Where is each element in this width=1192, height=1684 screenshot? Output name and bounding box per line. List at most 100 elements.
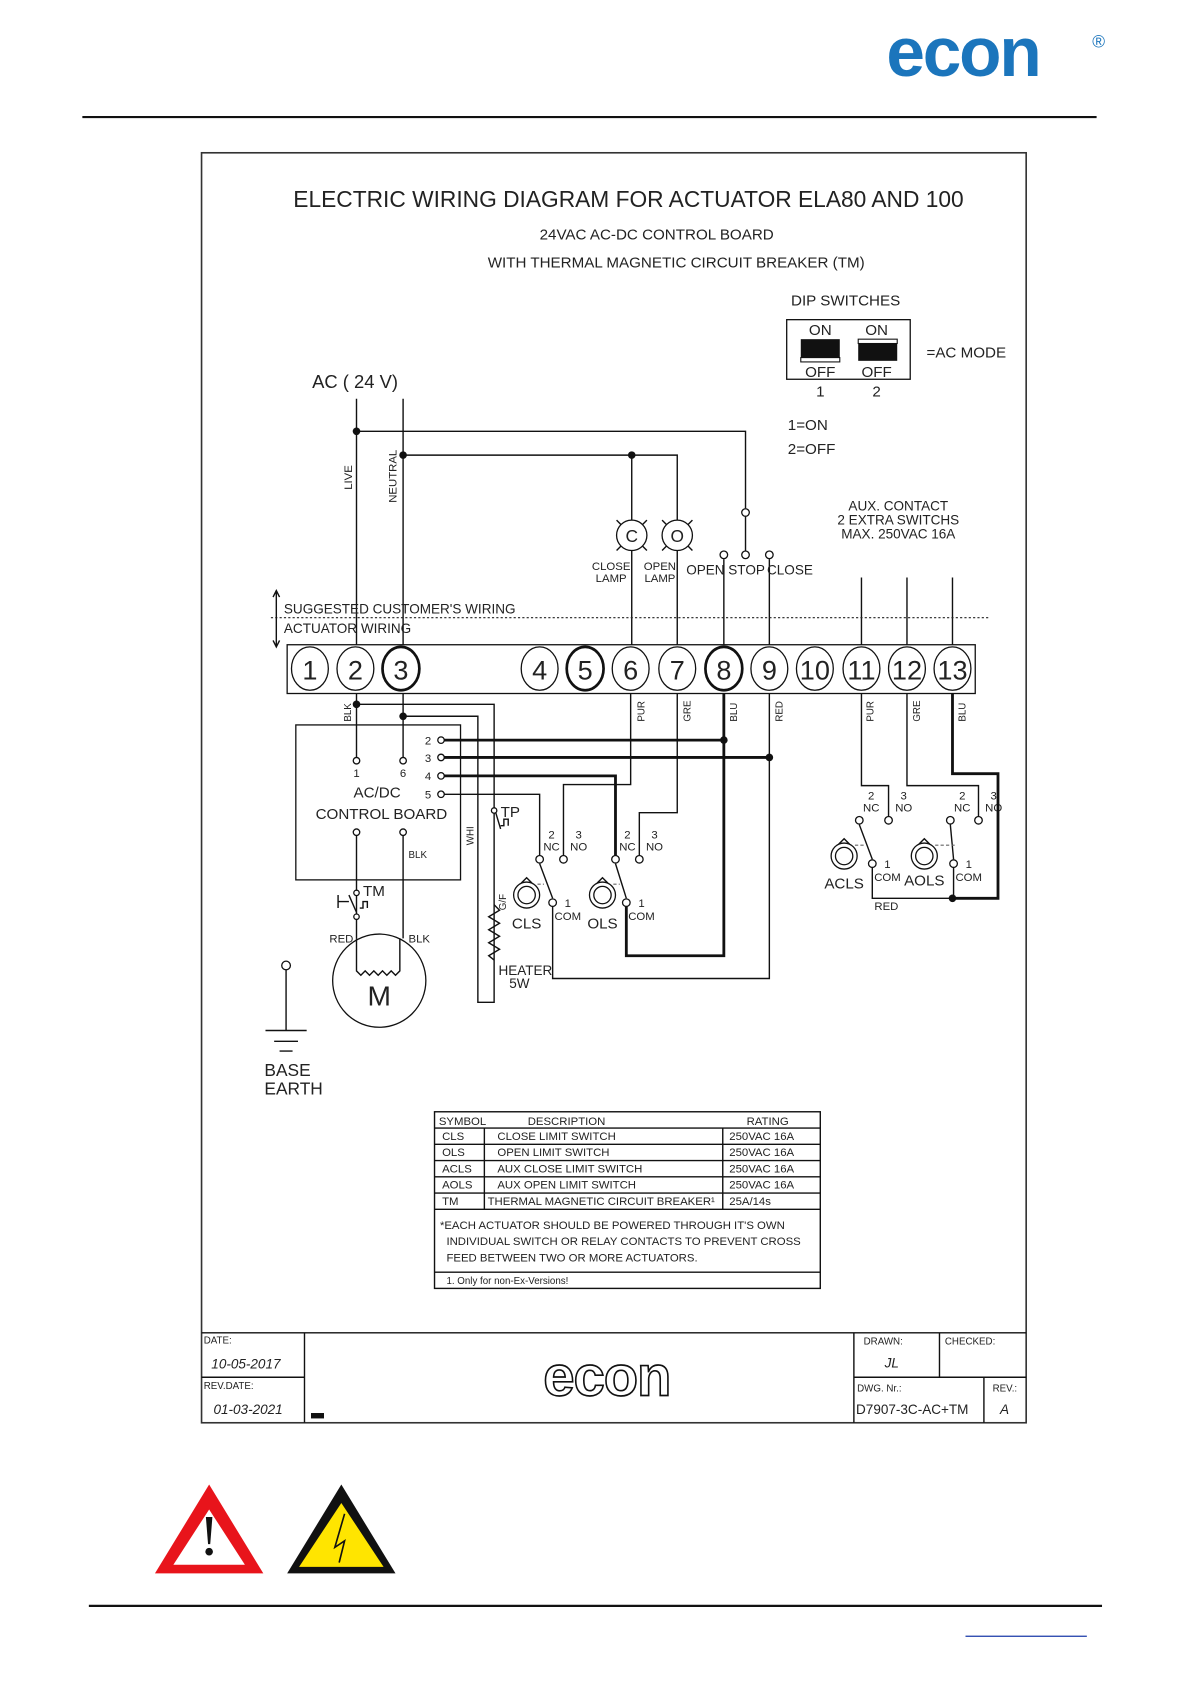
open-contact [719, 550, 729, 560]
switch-pin-label: 3 [651, 830, 657, 842]
svg-text:M: M [368, 980, 391, 1012]
checked-label: CHECKED: [945, 1337, 995, 1348]
terminal-1: 1 [290, 646, 329, 691]
row-symbol: CLS [442, 1131, 465, 1143]
switch-pin-label: NO [985, 803, 1002, 815]
terminal-number: 13 [937, 654, 967, 685]
switch-pin-label: NO [570, 842, 587, 854]
earth-icon [265, 960, 307, 1052]
board-terminal-5: 5 [425, 790, 431, 802]
aux-common-red-label: RED [874, 901, 898, 913]
switch-pin-label: 3 [990, 791, 996, 803]
switch-pin-label: 3 [575, 830, 581, 842]
rev-value: A [999, 1402, 1009, 1417]
terminal-12: 12 [887, 646, 927, 691]
table-note-2: INDIVIDUAL SWITCH OR RELAY CONTACTS TO P… [446, 1236, 801, 1248]
terminal-8: 8 [704, 645, 744, 692]
aux-contact-label-3: MAX. 250VAC 16A [841, 527, 955, 542]
wire-label-gre: GRE [682, 700, 693, 722]
dip-on-label: ON [809, 322, 832, 339]
terminal-2: 2 [336, 646, 375, 691]
drawn-label: DRAWN: [864, 1337, 903, 1348]
rev-date-value: 01-03-2021 [213, 1402, 282, 1417]
row-symbol: OLS [442, 1147, 465, 1159]
econ-logo: econ [886, 13, 1039, 91]
customer-wiring-label: SUGGESTED CUSTOMER'S WIRING [284, 601, 516, 616]
row-description: AUX CLOSE LIMIT SWITCH [497, 1163, 642, 1175]
table-header-symbol: SYMBOL [439, 1116, 486, 1128]
thermal-protector-icon [490, 807, 509, 830]
registered-mark: ® [1092, 32, 1105, 52]
dip-on-label: ON [865, 322, 888, 339]
neutral-label: NEUTRAL [388, 450, 400, 503]
motor-wire-blk: BLK [409, 934, 431, 946]
switch-pin-label: 1 [565, 898, 571, 910]
wire-label-blk-motor: BLK [409, 850, 428, 861]
terminal-13: 13 [933, 646, 972, 691]
terminal-number: 5 [578, 654, 593, 685]
electrical-hazard-icon [287, 1484, 396, 1574]
switch-pin-label: NC [619, 842, 635, 854]
control-board [295, 724, 462, 881]
terminal-number: 2 [348, 654, 363, 685]
switch-pin-label: NO [895, 803, 912, 815]
wire-label-blu-aux: BLU [957, 703, 968, 722]
ols-label: OLS [587, 916, 617, 933]
table-note-3: FEED BETWEEN TWO OR MORE ACTUATORS. [446, 1252, 697, 1264]
title-block: DATE: 10-05-2017 REV.DATE: 01-03-2021 ec… [201, 1332, 1027, 1423]
row-symbol: AOLS [442, 1180, 473, 1192]
dip-state-2: 2=OFF [788, 441, 836, 458]
switch-pin-label: 2 [624, 830, 630, 842]
date-value: 10-05-2017 [211, 1357, 281, 1372]
terminal-number: 4 [532, 654, 547, 685]
terminal-number: 11 [847, 654, 875, 685]
switch-pin-label: 2 [548, 830, 554, 842]
econ-outline-logo: econ [543, 1345, 670, 1408]
switch-pin-label: 1 [638, 898, 644, 910]
open-lamp-label-2: LAMP [644, 573, 675, 585]
switch-pin-label: NO [646, 842, 663, 854]
diagram-subtitle-1: 24VAC AC-DC CONTROL BOARD [540, 226, 774, 243]
zone-arrow-icon [272, 588, 281, 649]
tp-label: TP [501, 804, 520, 821]
close-lamp-label: CLOSE [592, 561, 631, 573]
close-lamp-label-2: LAMP [596, 573, 627, 585]
row-rating: 25A/14s [729, 1196, 771, 1208]
aols-label: AOLS [904, 872, 944, 889]
table-footnote: 1. Only for non-Ex-Versions! [446, 1276, 568, 1287]
earth-label-2: EARTH [264, 1078, 322, 1098]
dip-off-label: OFF [861, 364, 891, 381]
switch-pin-label: 1 [884, 859, 890, 871]
cam-icon [910, 837, 938, 870]
switch-pin-label: COM [555, 911, 582, 923]
switch-pin-label: NC [543, 842, 559, 854]
stop-control-label: STOP [728, 562, 765, 577]
tm-label: TM [363, 883, 385, 900]
ac-mode-label: =AC MODE [926, 345, 1006, 362]
terminal-number: 7 [670, 654, 685, 685]
close-control-label: CLOSE [767, 562, 813, 577]
switch-pin-label: NC [954, 803, 970, 815]
board-terminal-3: 3 [425, 753, 431, 765]
heater-icon [487, 904, 501, 961]
board-pin-1: 1 [353, 768, 359, 780]
dip-heading: DIP SWITCHES [791, 293, 900, 310]
open-control-label: OPEN [686, 562, 724, 577]
cam-icon [830, 837, 858, 870]
board-pin-6: 6 [400, 768, 406, 780]
switch-pin-label: COM [874, 872, 901, 884]
dip-number-1: 1 [816, 384, 824, 401]
dwg-number: D7907-3C-AC+TM [856, 1402, 968, 1417]
row-rating: 250VAC 16A [729, 1163, 794, 1175]
row-rating: 250VAC 16A [729, 1180, 794, 1192]
switch-pin-label: 3 [901, 791, 907, 803]
wire-label-blu: BLU [729, 703, 740, 722]
switch-pin-label: COM [955, 872, 982, 884]
terminal-10: 10 [795, 646, 834, 691]
switch-pin-label: 1 [966, 859, 972, 871]
